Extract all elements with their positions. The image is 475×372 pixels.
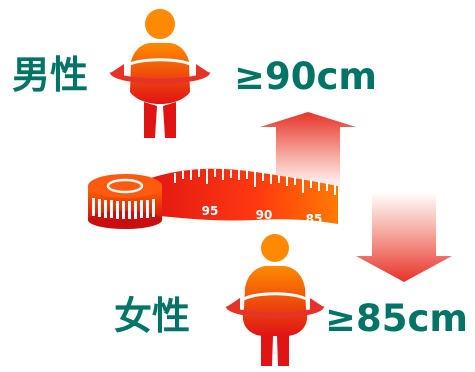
tape-mark-90: 90 (256, 208, 273, 222)
female-figure-icon (225, 234, 325, 366)
female-label: 女性 (114, 294, 191, 338)
tape-mark-85: 85 (306, 212, 323, 226)
male-label: 男性 (12, 53, 89, 97)
up-arrow-icon (260, 112, 356, 190)
measuring-tape-icon: 95 90 85 (88, 168, 338, 229)
male-threshold: ≥90cm (234, 55, 377, 98)
down-arrow-icon (356, 192, 452, 282)
tape-mark-95: 95 (202, 204, 219, 218)
female-threshold: ≥85cm (325, 297, 468, 340)
male-figure-icon (109, 9, 211, 138)
